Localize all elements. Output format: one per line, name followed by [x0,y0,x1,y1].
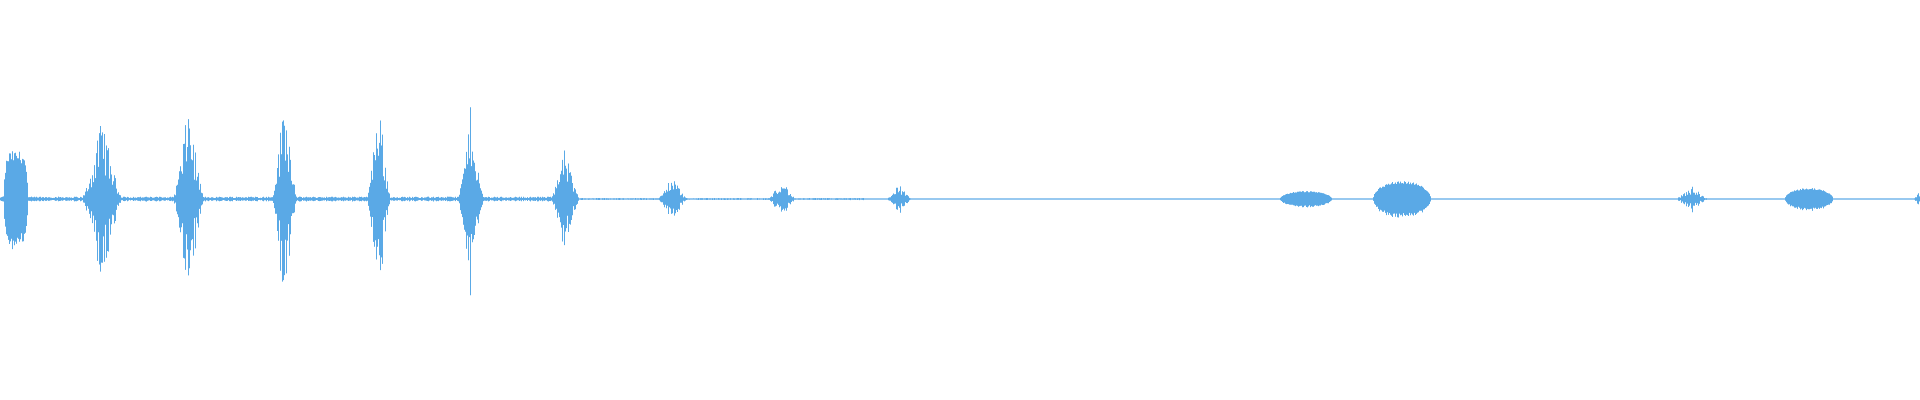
waveform-trace [0,107,1920,296]
waveform-path [0,107,1920,296]
